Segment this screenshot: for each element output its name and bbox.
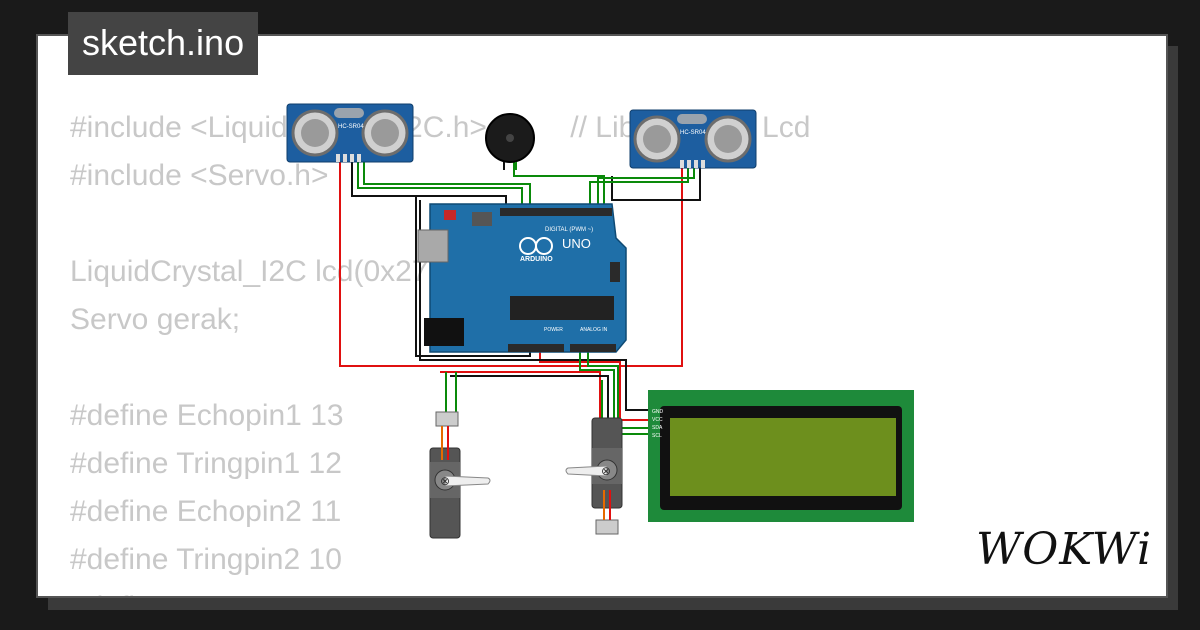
lcd-pin-label: SDA [652, 425, 663, 431]
wire-red-power [339, 160, 683, 367]
wire-black-gnd3 [611, 160, 701, 201]
digital-header [500, 208, 612, 216]
servo-axis-icon: ⊗ [601, 464, 611, 478]
code-line: #define Echopin1 13 [70, 399, 344, 432]
wire-green-buzzer [513, 160, 605, 210]
transducer-mesh-icon [643, 125, 671, 153]
wire-green-echo1 [363, 160, 531, 210]
analog-header [570, 344, 616, 352]
transducer-mesh-icon [714, 125, 742, 153]
digital-header-label: DIGITAL (PWM ~) [545, 227, 593, 233]
wire-red-servo [440, 371, 601, 420]
wire-green-scl [587, 330, 650, 435]
ultrasonic-sensor-2[interactable]: HC-SR04 [629, 109, 757, 169]
wire-black-servo [450, 375, 609, 440]
microcontroller-chip-icon [510, 296, 614, 320]
ultrasonic-sensor-1[interactable]: HC-SR04 [286, 103, 414, 163]
lcd-pin-label: VCC [652, 417, 663, 423]
code-line: #define Tringpin2 10 [70, 543, 342, 576]
wire-black-lcd-gnd [419, 200, 650, 411]
wire-green-echo2 [597, 160, 695, 210]
wires [339, 160, 701, 440]
reset-button[interactable] [444, 210, 456, 220]
wokwi-logo: WOKWi [976, 524, 1153, 575]
servo-horn-icon [444, 475, 491, 487]
usb-port-icon [417, 229, 449, 263]
servo-axis-icon: ⊗ [440, 474, 450, 488]
servo-motor-2[interactable]: ⊗ [565, 417, 623, 535]
lcd-pin-label: SCL [652, 433, 662, 439]
transducer-mesh-icon [301, 119, 329, 147]
wire-green-trig2 [589, 160, 689, 210]
power-header [508, 344, 564, 352]
transducer-mesh-icon [371, 119, 399, 147]
lcd-i2c-display[interactable]: GND VCC SDA SCL [648, 390, 914, 522]
sensor-label: HC-SR04 [680, 130, 706, 136]
arduino-model: UNO [562, 236, 591, 251]
power-header-label: POWER [544, 327, 563, 333]
code-line: #define Echopin2 11 [70, 495, 342, 528]
wire-black-gnd1 [351, 160, 507, 210]
power-jack-icon [424, 318, 464, 346]
code-line: Servo gerak; [70, 303, 241, 336]
servo-motor-1[interactable]: ⊗ [429, 411, 491, 539]
servo-horn-icon [565, 465, 608, 477]
wire-green-servo1 [445, 372, 457, 412]
lcd-pin-label: GND [652, 409, 664, 415]
arduino-uno-board[interactable]: DIGITAL (PWM ~) UNO ARDUINO POWER ANALOG… [417, 203, 627, 353]
wire-green-trig1 [357, 160, 523, 210]
wire-green-sda [579, 330, 650, 429]
code-line: #include <Servo.h> [70, 159, 329, 192]
lcd-screen [670, 418, 896, 496]
crystal-icon [334, 108, 364, 118]
analog-header-label: ANALOG IN [580, 327, 608, 333]
crystal-icon [677, 114, 707, 124]
code-line: #define Tringpin1 12 [70, 447, 342, 480]
buzzer-hole-icon [506, 134, 514, 142]
buzzer[interactable] [485, 113, 535, 170]
sensor-label: HC-SR04 [338, 124, 364, 130]
code-line: #define Buzzer 9 [70, 584, 810, 596]
arduino-brand: ARDUINO [520, 256, 553, 263]
file-tab[interactable]: sketch.ino [68, 12, 259, 75]
